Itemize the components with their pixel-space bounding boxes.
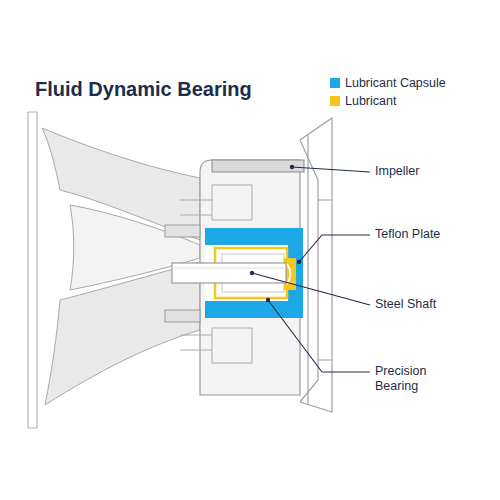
legend-item: Lubricant bbox=[330, 94, 495, 108]
part-label: Impeller bbox=[375, 164, 485, 179]
part-label: Teflon Plate bbox=[375, 227, 485, 242]
part-label: Precision Bearing bbox=[375, 364, 445, 394]
legend-item: Lubricant Capsule bbox=[330, 76, 495, 90]
legend-swatch bbox=[330, 96, 340, 106]
diagram-title: Fluid Dynamic Bearing bbox=[35, 78, 252, 101]
fan-frame bbox=[28, 112, 37, 428]
legend-swatch bbox=[330, 78, 340, 88]
fan-housing bbox=[300, 118, 332, 412]
fan-hub bbox=[165, 160, 304, 395]
leader-dots bbox=[250, 165, 301, 302]
leader-lines bbox=[252, 167, 370, 372]
legend-text: Lubricant bbox=[345, 94, 396, 108]
part-label: Steel Shaft bbox=[375, 297, 485, 312]
legend-text: Lubricant Capsule bbox=[345, 76, 446, 90]
bearing-assembly bbox=[172, 228, 303, 318]
